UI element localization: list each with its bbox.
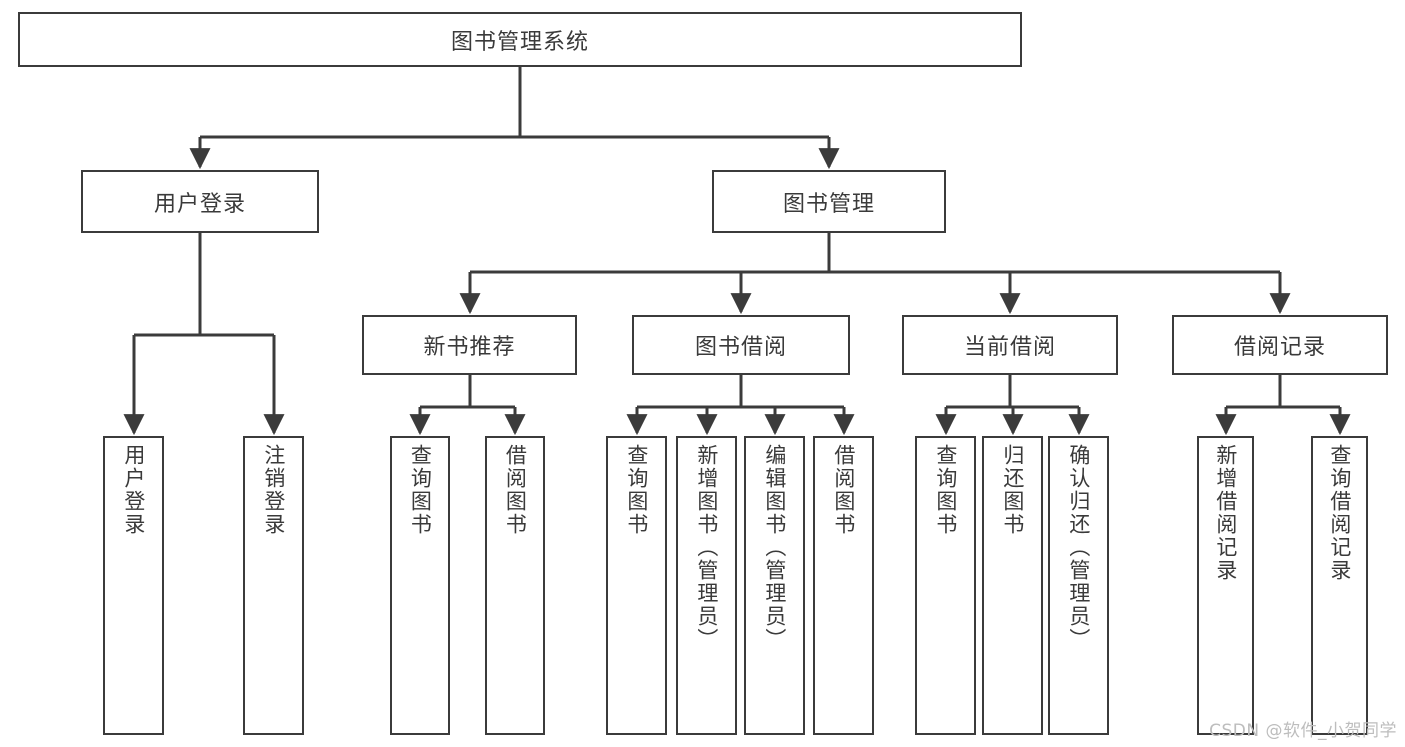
node-label: 当前借阅 bbox=[963, 335, 1056, 360]
node-l3[interactable]: 查询图书 bbox=[390, 436, 450, 735]
node-label: 借阅图书 bbox=[503, 444, 528, 536]
node-label: 查询借阅记录 bbox=[1327, 444, 1352, 582]
node-record[interactable]: 借阅记录 bbox=[1172, 315, 1388, 375]
node-l9[interactable]: 查询图书 bbox=[915, 436, 976, 735]
edge-group bbox=[123, 67, 1351, 436]
node-l4[interactable]: 借阅图书 bbox=[485, 436, 545, 735]
node-label: 归还图书 bbox=[1000, 444, 1025, 536]
node-login[interactable]: 用户登录 bbox=[81, 170, 319, 233]
node-label: 用户登录 bbox=[121, 444, 146, 536]
node-current[interactable]: 当前借阅 bbox=[902, 315, 1118, 375]
node-newbook[interactable]: 新书推荐 bbox=[362, 315, 577, 375]
node-l2[interactable]: 注销登录 bbox=[243, 436, 304, 735]
node-label: 新书推荐 bbox=[423, 335, 516, 360]
node-l7[interactable]: 编辑图书（管理员） bbox=[744, 436, 805, 735]
node-label: 查询图书 bbox=[408, 444, 433, 536]
node-label: 图书管理 bbox=[782, 191, 875, 217]
node-label: 借阅记录 bbox=[1233, 335, 1326, 360]
node-l13[interactable]: 查询借阅记录 bbox=[1311, 436, 1368, 735]
watermark-label: CSDN @软件_小贺同学 bbox=[1209, 721, 1397, 741]
node-label: 查询图书 bbox=[624, 444, 649, 536]
node-label: 用户登录 bbox=[153, 191, 246, 217]
node-l6[interactable]: 新增图书（管理员） bbox=[676, 436, 737, 735]
node-label: 注销登录 bbox=[261, 444, 286, 536]
node-l11[interactable]: 确认归还（管理员） bbox=[1048, 436, 1109, 735]
node-l12[interactable]: 新增借阅记录 bbox=[1197, 436, 1254, 735]
node-bookmgmt[interactable]: 图书管理 bbox=[712, 170, 946, 233]
node-label: 确认归还（管理员） bbox=[1066, 444, 1091, 651]
node-l8[interactable]: 借阅图书 bbox=[813, 436, 874, 735]
node-label: 查询图书 bbox=[933, 444, 958, 536]
node-label: 图书管理系统 bbox=[450, 29, 589, 55]
node-label: 编辑图书（管理员） bbox=[762, 444, 787, 651]
node-label: 图书借阅 bbox=[694, 335, 787, 360]
node-l1[interactable]: 用户登录 bbox=[103, 436, 164, 735]
node-root[interactable]: 图书管理系统 bbox=[18, 12, 1022, 67]
node-label: 新增图书（管理员） bbox=[694, 444, 719, 651]
node-l10[interactable]: 归还图书 bbox=[982, 436, 1043, 735]
node-borrow[interactable]: 图书借阅 bbox=[632, 315, 850, 375]
node-label: 新增借阅记录 bbox=[1213, 444, 1238, 582]
node-l5[interactable]: 查询图书 bbox=[606, 436, 667, 735]
node-label: 借阅图书 bbox=[831, 444, 856, 536]
